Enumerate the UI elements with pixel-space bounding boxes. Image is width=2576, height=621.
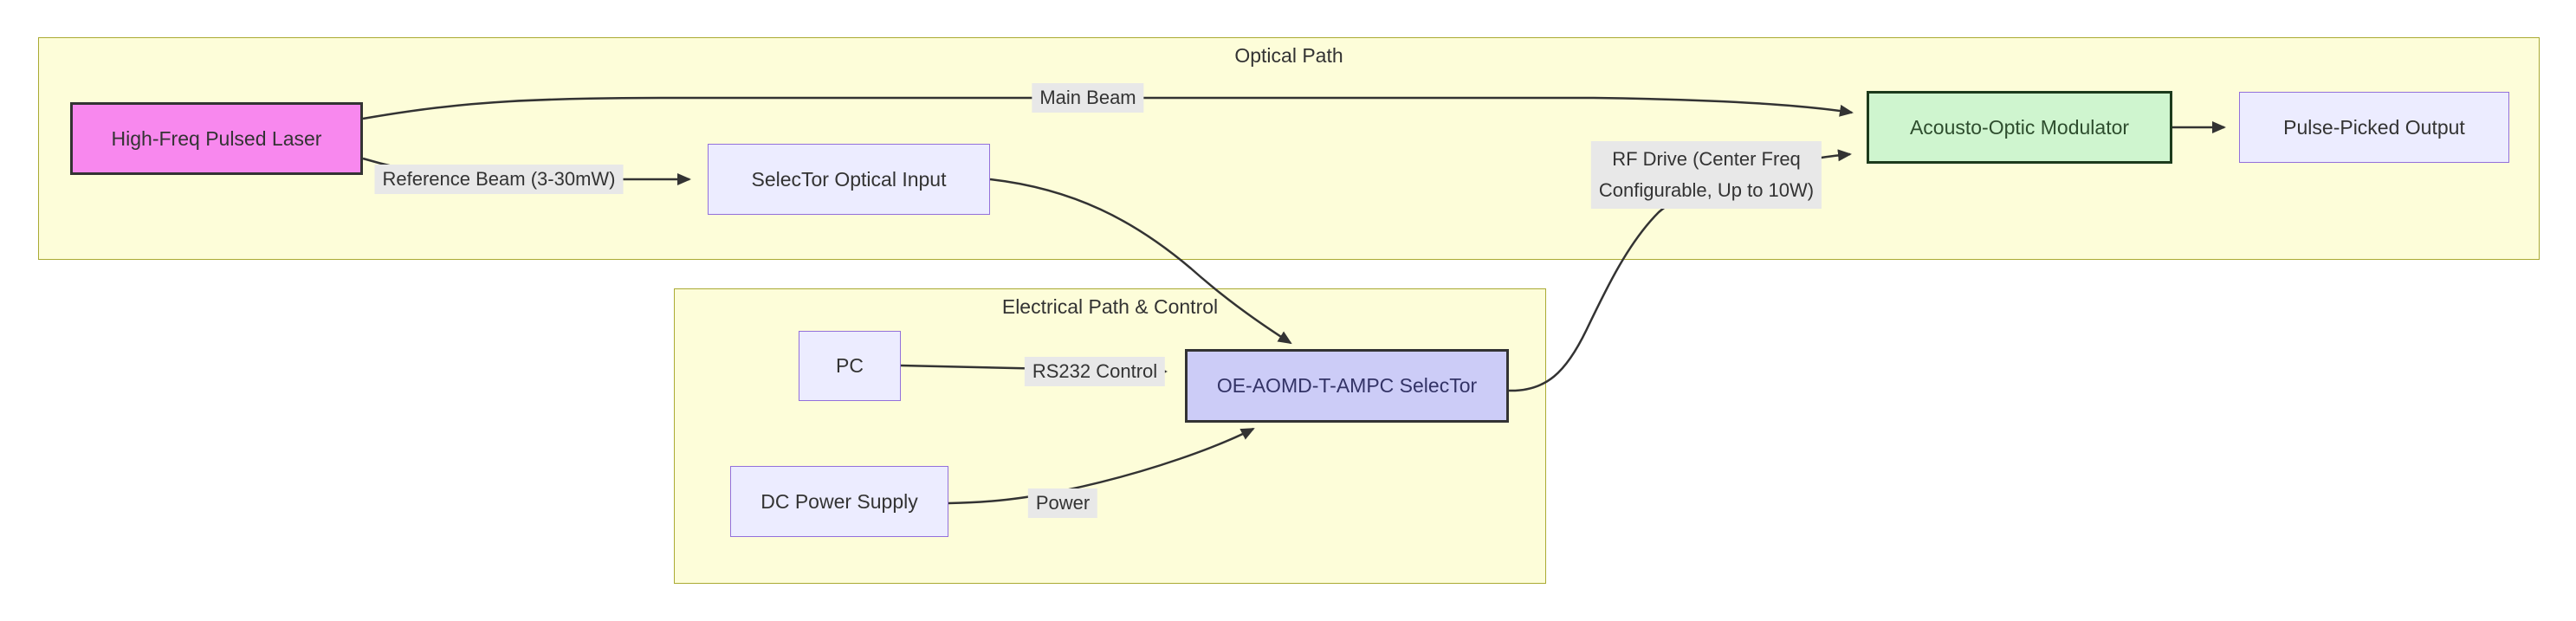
cluster-optical-path-title: Optical Path — [1234, 44, 1343, 67]
node-selector-optical-input: SelecTor Optical Input — [708, 144, 990, 215]
node-acousto-optic-modulator: Acousto-Optic Modulator — [1867, 91, 2172, 164]
edge-label-rs232-control: RS232 Control — [1024, 357, 1166, 386]
node-dc-power-supply: DC Power Supply — [730, 466, 948, 537]
edge-dc-supply-to-selector — [948, 427, 1255, 505]
node-pulse-picked-output: Pulse-Picked Output — [2239, 92, 2509, 163]
edge-laser-to-aom-main-beam — [362, 96, 1854, 120]
node-oe-aomd-t-ampc-selector-label: OE-AOMD-T-AMPC SelecTor — [1216, 374, 1478, 397]
node-pulse-picked-output-label: Pulse-Picked Output — [2283, 115, 2465, 139]
node-high-freq-pulsed-laser: High-Freq Pulsed Laser — [70, 102, 363, 175]
node-dc-power-supply-label: DC Power Supply — [761, 489, 918, 513]
edge-label-main-beam: Main Beam — [1032, 83, 1144, 113]
edge-label-rf-drive-line2: Configurable, Up to 10W) — [1598, 179, 1815, 201]
edge-label-rf-drive-line1: RF Drive (Center Freq — [1612, 148, 1801, 170]
cluster-electrical-path-title: Electrical Path & Control — [1001, 295, 1219, 318]
node-selector-optical-input-label: SelecTor Optical Input — [751, 167, 947, 191]
node-pc-label: PC — [836, 354, 864, 377]
cluster-electrical-path: Electrical Path & Control — [674, 288, 1546, 584]
edge-label-rf-drive: RF Drive (Center Freq Configurable, Up t… — [1590, 141, 1822, 209]
edge-optical-input-to-selector — [989, 178, 1292, 345]
node-pc: PC — [799, 331, 901, 401]
edge-label-power: Power — [1027, 488, 1098, 518]
node-high-freq-pulsed-laser-label: High-Freq Pulsed Laser — [111, 126, 322, 150]
node-oe-aomd-t-ampc-selector: OE-AOMD-T-AMPC SelecTor — [1185, 349, 1509, 423]
node-acousto-optic-modulator-label: Acousto-Optic Modulator — [1909, 115, 2130, 139]
edge-label-reference-beam: Reference Beam (3-30mW) — [374, 165, 624, 194]
